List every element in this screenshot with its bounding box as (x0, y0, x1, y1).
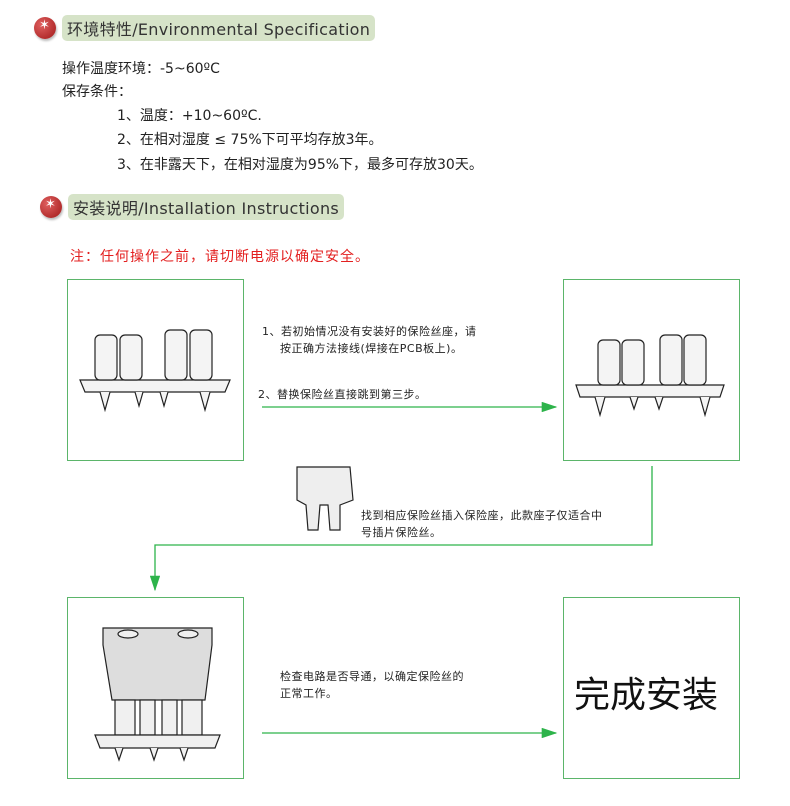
step4-text: 正常工作。 (280, 687, 338, 700)
safety-note: 注：任何操作之前，请切断电源以确定安全。 (70, 249, 370, 265)
step3-text: 号插片保险丝。 (361, 526, 442, 539)
step1-text: 1、若初始情况没有安装好的保险丝座，请 (262, 325, 477, 338)
storage-item: 3、在非露天下，在相对湿度为95%下，最多可存放30天。 (117, 157, 483, 173)
storage-item: 2、在相对湿度 ≤ 75%下可平均存放3年。 (117, 132, 383, 148)
step2-box (563, 279, 740, 461)
install-title: 安装说明/Installation Instructions (68, 194, 345, 220)
fuse-holder-image (575, 334, 725, 418)
env-icon (34, 17, 56, 39)
installed-fuse-image (94, 627, 221, 762)
step2-text: 2、替换保险丝直接跳到第三步。 (258, 388, 427, 401)
storage-label: 保存条件： (62, 84, 132, 100)
step2-arrow (149, 466, 653, 592)
op-temp: 操作温度环境：-5~60ºC (62, 61, 220, 77)
done-box (563, 597, 740, 779)
install-icon (40, 196, 62, 218)
done-label: 完成安装 (574, 675, 719, 716)
install-header: 安装说明/Installation Instructions (40, 194, 345, 220)
env-header: 环境特性/Environmental Specification (34, 15, 376, 41)
step1-text: 按正确方法接线(焊接在PCB板上)。 (280, 342, 463, 355)
env-title: 环境特性/Environmental Specification (62, 15, 376, 41)
storage-item: 1、温度：+10~60ºC. (117, 108, 262, 124)
blade-fuse-image (296, 466, 354, 531)
fuse-holder-image (79, 329, 231, 413)
step4-text: 检查电路是否导通，以确定保险丝的 (280, 670, 464, 683)
step3-text: 找到相应保险丝插入保险座，此款座子仅适合中 (361, 509, 603, 522)
